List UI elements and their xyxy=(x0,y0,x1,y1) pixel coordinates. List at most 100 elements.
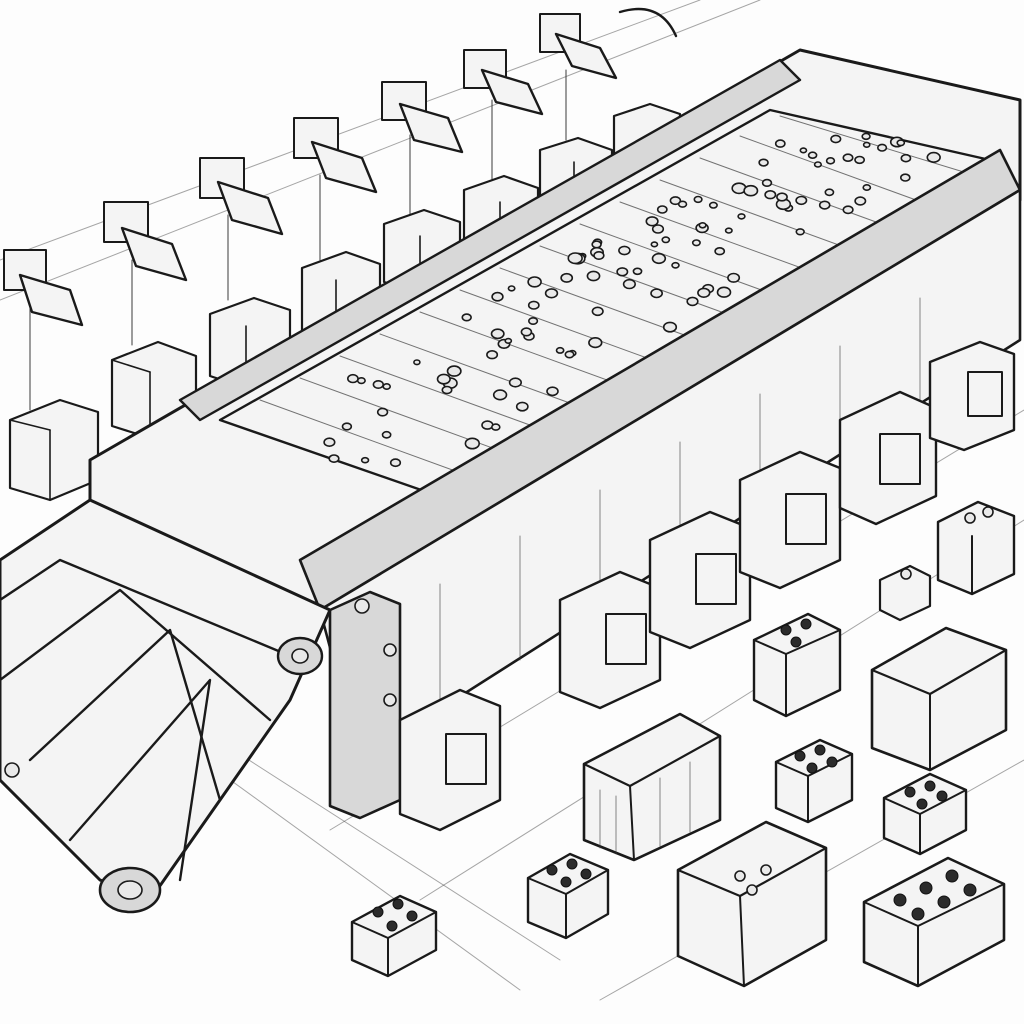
belt-brick xyxy=(795,228,805,236)
belt-brick xyxy=(691,239,701,247)
belt-brick xyxy=(727,272,741,283)
belt-brick xyxy=(616,267,629,277)
loose-brick xyxy=(526,852,610,940)
belt-brick xyxy=(527,316,539,325)
belt-brick xyxy=(714,247,726,256)
belt-brick xyxy=(593,251,605,261)
open-bin xyxy=(870,626,1008,772)
belt-brick xyxy=(490,328,505,340)
bins-under-machine xyxy=(398,340,1016,832)
belt-brick xyxy=(507,285,516,292)
belt-brick xyxy=(896,139,906,147)
belt-brick xyxy=(591,306,604,317)
belt-brick xyxy=(697,287,711,298)
belt-brick xyxy=(564,350,575,359)
belt-brick xyxy=(724,227,733,234)
belt-brick xyxy=(854,196,867,206)
ramp-rollers xyxy=(4,636,324,914)
belt-brick xyxy=(795,195,808,206)
belt-brick xyxy=(669,196,682,206)
belt-brick xyxy=(862,141,871,149)
belt-brick xyxy=(413,359,421,366)
belt-brick xyxy=(686,296,699,307)
belt-brick xyxy=(618,245,631,256)
loose-brick xyxy=(774,738,854,824)
belt-brick xyxy=(737,213,746,220)
overhead-sensor xyxy=(463,49,544,181)
belt-brick xyxy=(360,456,370,464)
belt-brick xyxy=(328,454,340,463)
belt-brick xyxy=(461,313,472,322)
belt-brick xyxy=(661,236,671,244)
belt-brick xyxy=(813,161,823,168)
belt-brick xyxy=(515,401,529,412)
overhead-sensor xyxy=(381,81,464,216)
belt-brick xyxy=(591,240,602,249)
loose-brick xyxy=(936,500,1016,596)
open-bin xyxy=(582,712,722,862)
overhead-sensor xyxy=(539,7,678,141)
belt-brick xyxy=(632,267,643,276)
belt-brick xyxy=(346,373,359,384)
loose-brick xyxy=(878,564,932,622)
belt-brick xyxy=(758,158,769,167)
belt-brick xyxy=(546,386,559,397)
belt-brick xyxy=(761,178,773,187)
belt-brick xyxy=(650,241,659,248)
belt-brick xyxy=(656,205,668,214)
belt-brick xyxy=(876,143,888,152)
overhead-sensor-row xyxy=(3,7,678,411)
belt-brick xyxy=(818,200,831,210)
belt-brick xyxy=(651,252,667,265)
floor-items xyxy=(350,500,1016,988)
belt-brick xyxy=(441,385,453,395)
belt-brick xyxy=(824,188,835,197)
belt-brick xyxy=(899,173,911,182)
belt-brick xyxy=(527,300,540,310)
collection-bin xyxy=(738,450,842,590)
belt-brick xyxy=(650,288,663,299)
belt-brick xyxy=(764,190,777,200)
belt-brick xyxy=(508,377,523,388)
belt-brick xyxy=(622,278,637,290)
belt-brick xyxy=(807,151,818,159)
belt-brick xyxy=(356,377,366,385)
collection-bin xyxy=(398,688,502,832)
belt-brick xyxy=(555,346,565,354)
belt-brick xyxy=(389,458,402,468)
belt-brick xyxy=(743,184,759,197)
collection-bin xyxy=(648,510,752,650)
belt-bricks xyxy=(323,132,941,468)
belt-brick xyxy=(567,252,583,265)
sensor-box xyxy=(8,398,100,502)
belt-brick xyxy=(693,195,703,204)
belt-brick xyxy=(861,132,871,141)
overhead-sensor xyxy=(3,249,84,411)
belt-brick xyxy=(544,288,559,299)
loose-brick xyxy=(350,894,438,978)
belt-brick xyxy=(842,205,854,215)
belt-brick xyxy=(491,291,504,302)
belt-brick xyxy=(854,155,865,165)
belt-brick xyxy=(436,373,451,385)
belt-brick xyxy=(651,224,665,234)
open-bin xyxy=(676,820,828,988)
belt-brick xyxy=(464,437,480,450)
belt-brick xyxy=(842,153,854,162)
loose-brick xyxy=(862,856,1006,988)
collection-bin xyxy=(838,390,938,526)
belt-brick xyxy=(708,201,718,209)
belt-brick xyxy=(492,389,508,401)
belt-brick xyxy=(560,272,574,283)
belt-brick xyxy=(774,139,786,148)
belt-brick xyxy=(677,200,688,208)
belt-brick xyxy=(323,437,336,448)
belt-brick xyxy=(381,430,392,439)
belt-brick xyxy=(862,184,872,192)
belt-brick xyxy=(926,151,941,163)
belt-brick xyxy=(588,337,603,349)
belt-brick xyxy=(372,379,384,389)
belt-brick xyxy=(830,134,842,144)
belt-brick xyxy=(776,192,788,202)
